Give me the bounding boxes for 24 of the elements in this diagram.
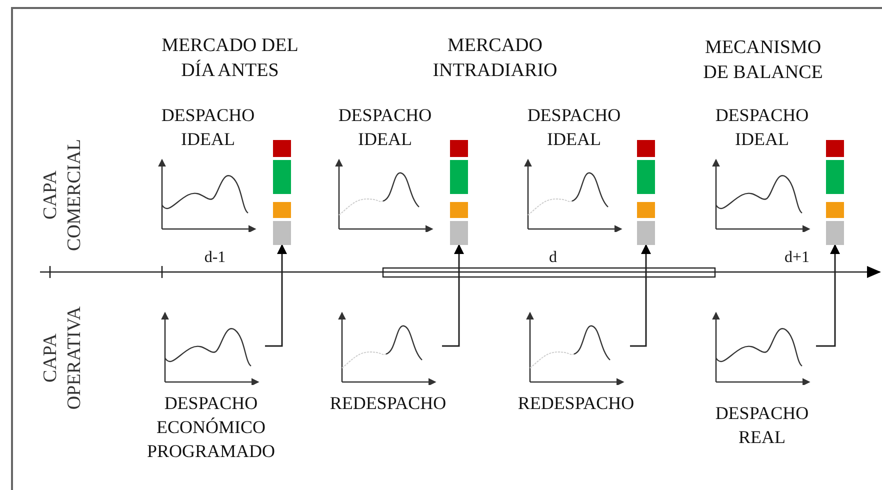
day-label: d+1 <box>783 248 811 268</box>
chart-caption: DESPACHO IDEAL <box>714 104 810 151</box>
arrow <box>442 244 464 347</box>
market-title: MERCADO INTRADIARIO <box>432 34 558 83</box>
chart-caption: DESPACHO IDEAL <box>337 104 433 151</box>
chart-caption: REDESPACHO <box>330 392 446 415</box>
layer-label: CAPA OPERATIVA <box>39 305 86 412</box>
day-label: d <box>548 248 558 268</box>
day-label: d-1 <box>203 248 227 268</box>
market-title: MECANISMO DE BALANCE <box>702 36 824 85</box>
arrow <box>816 244 840 347</box>
arrow <box>630 244 651 347</box>
chart-caption: DESPACHO REAL <box>714 402 810 449</box>
color-stack-bar <box>273 140 291 245</box>
chart-caption: DESPACHO IDEAL <box>160 104 256 151</box>
chart-caption: DESPACHO ECONÓMICO PROGRAMADO <box>146 392 276 463</box>
color-stack-bar <box>637 140 655 245</box>
market-title: MERCADO DEL DÍA ANTES <box>160 34 300 83</box>
color-stack-bar <box>450 140 468 245</box>
color-stack-bar <box>826 140 844 245</box>
arrow <box>265 244 287 347</box>
layer-label: CAPA COMERCIAL <box>39 138 86 253</box>
chart-caption: REDESPACHO <box>518 392 634 415</box>
chart-caption: DESPACHO IDEAL <box>526 104 622 151</box>
